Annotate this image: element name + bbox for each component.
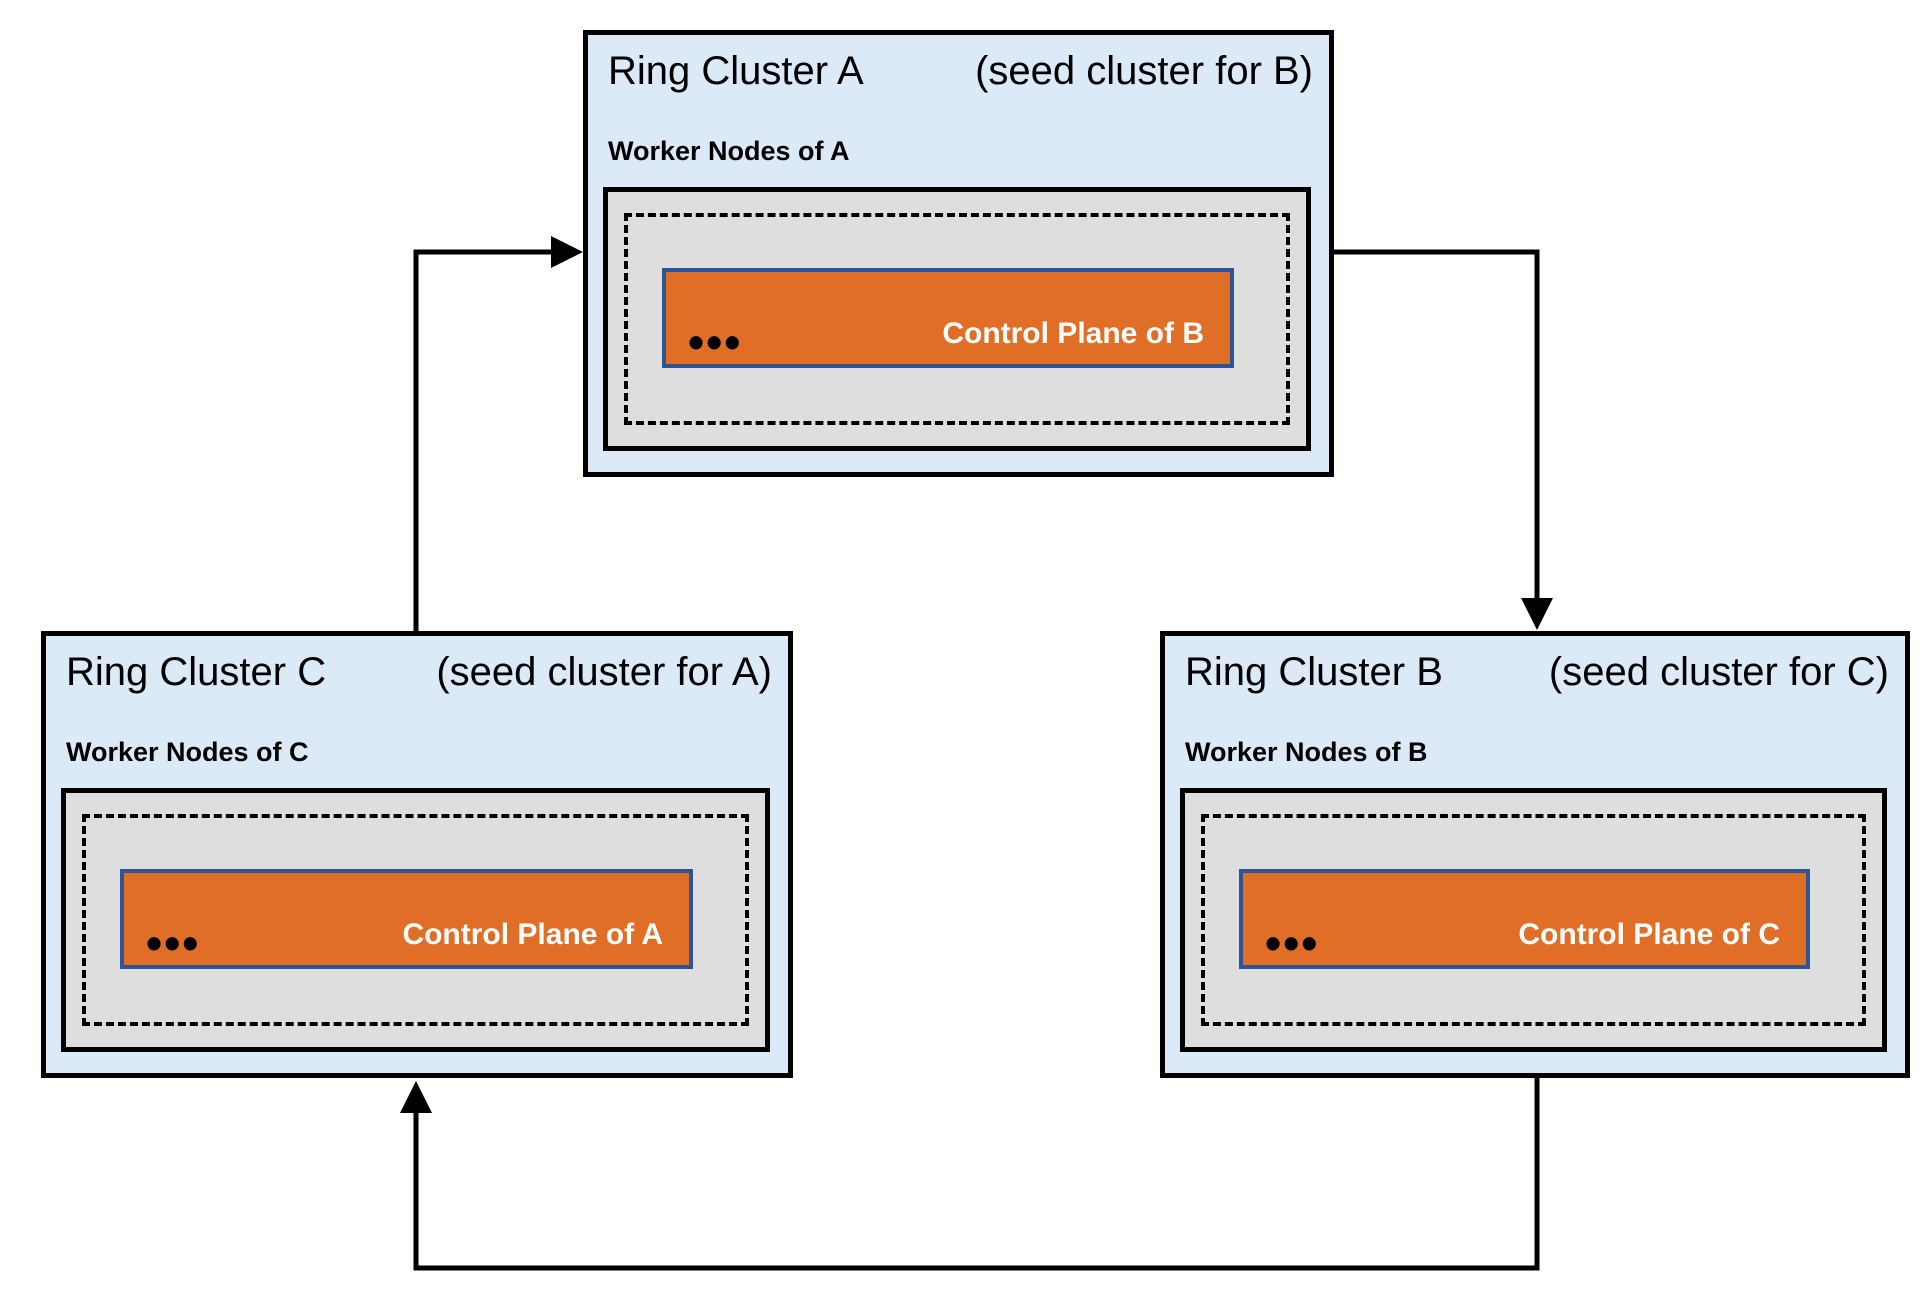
cluster-b-title: Ring Cluster B <box>1185 650 1443 694</box>
cluster-a-title: Ring Cluster A <box>608 49 864 93</box>
ellipsis-dots: ••• <box>146 917 201 969</box>
arrow-a-to-b <box>1334 249 1553 630</box>
cluster-a-worker-label: Worker Nodes of A <box>608 136 850 166</box>
control-plane-box-of-a: ••• Control Plane of A <box>120 869 693 969</box>
worker-nodes-dashed-region-a: ••• Control Plane of B <box>624 213 1290 425</box>
worker-nodes-dashed-region-b: ••• Control Plane of C <box>1201 814 1866 1026</box>
arrowhead-up-icon <box>400 1081 432 1113</box>
cluster-c-title: Ring Cluster C <box>66 650 327 694</box>
cluster-b-seed-note: (seed cluster for C) <box>1548 650 1889 694</box>
control-plane-label-of-b: Control Plane of B <box>942 317 1204 350</box>
control-plane-box-of-c: ••• Control Plane of C <box>1239 869 1810 969</box>
control-plane-label-of-c: Control Plane of C <box>1518 918 1780 951</box>
cluster-c-worker-label: Worker Nodes of C <box>66 737 309 767</box>
arrow-b-to-c <box>400 1078 1540 1271</box>
worker-nodes-box-b: ••• Control Plane of C <box>1180 788 1887 1052</box>
worker-nodes-box-c: ••• Control Plane of A <box>61 788 770 1052</box>
cluster-b-title-row: Ring Cluster B (seed cluster for C) <box>1185 648 1889 696</box>
worker-nodes-box-a: ••• Control Plane of B <box>603 187 1311 451</box>
arrowhead-down-icon <box>1521 598 1553 630</box>
cluster-a-seed-note: (seed cluster for B) <box>975 49 1313 93</box>
cluster-a-title-row: Ring Cluster A (seed cluster for B) <box>608 47 1313 95</box>
cluster-b-worker-label: Worker Nodes of B <box>1185 737 1428 767</box>
arrowhead-right-icon <box>551 236 583 268</box>
control-plane-label-of-a: Control Plane of A <box>402 918 663 951</box>
worker-nodes-dashed-region-c: ••• Control Plane of A <box>82 814 749 1026</box>
cluster-c: Ring Cluster C (seed cluster for A) Work… <box>41 631 793 1078</box>
ellipsis-dots: ••• <box>1265 917 1320 969</box>
ellipsis-dots: ••• <box>688 316 743 368</box>
control-plane-box-of-b: ••• Control Plane of B <box>662 268 1234 368</box>
cluster-c-seed-note: (seed cluster for A) <box>436 650 772 694</box>
cluster-a: Ring Cluster A (seed cluster for B) Work… <box>583 30 1334 477</box>
arrow-c-to-a <box>413 236 583 631</box>
cluster-c-title-row: Ring Cluster C (seed cluster for A) <box>66 648 772 696</box>
cluster-b: Ring Cluster B (seed cluster for C) Work… <box>1160 631 1910 1078</box>
